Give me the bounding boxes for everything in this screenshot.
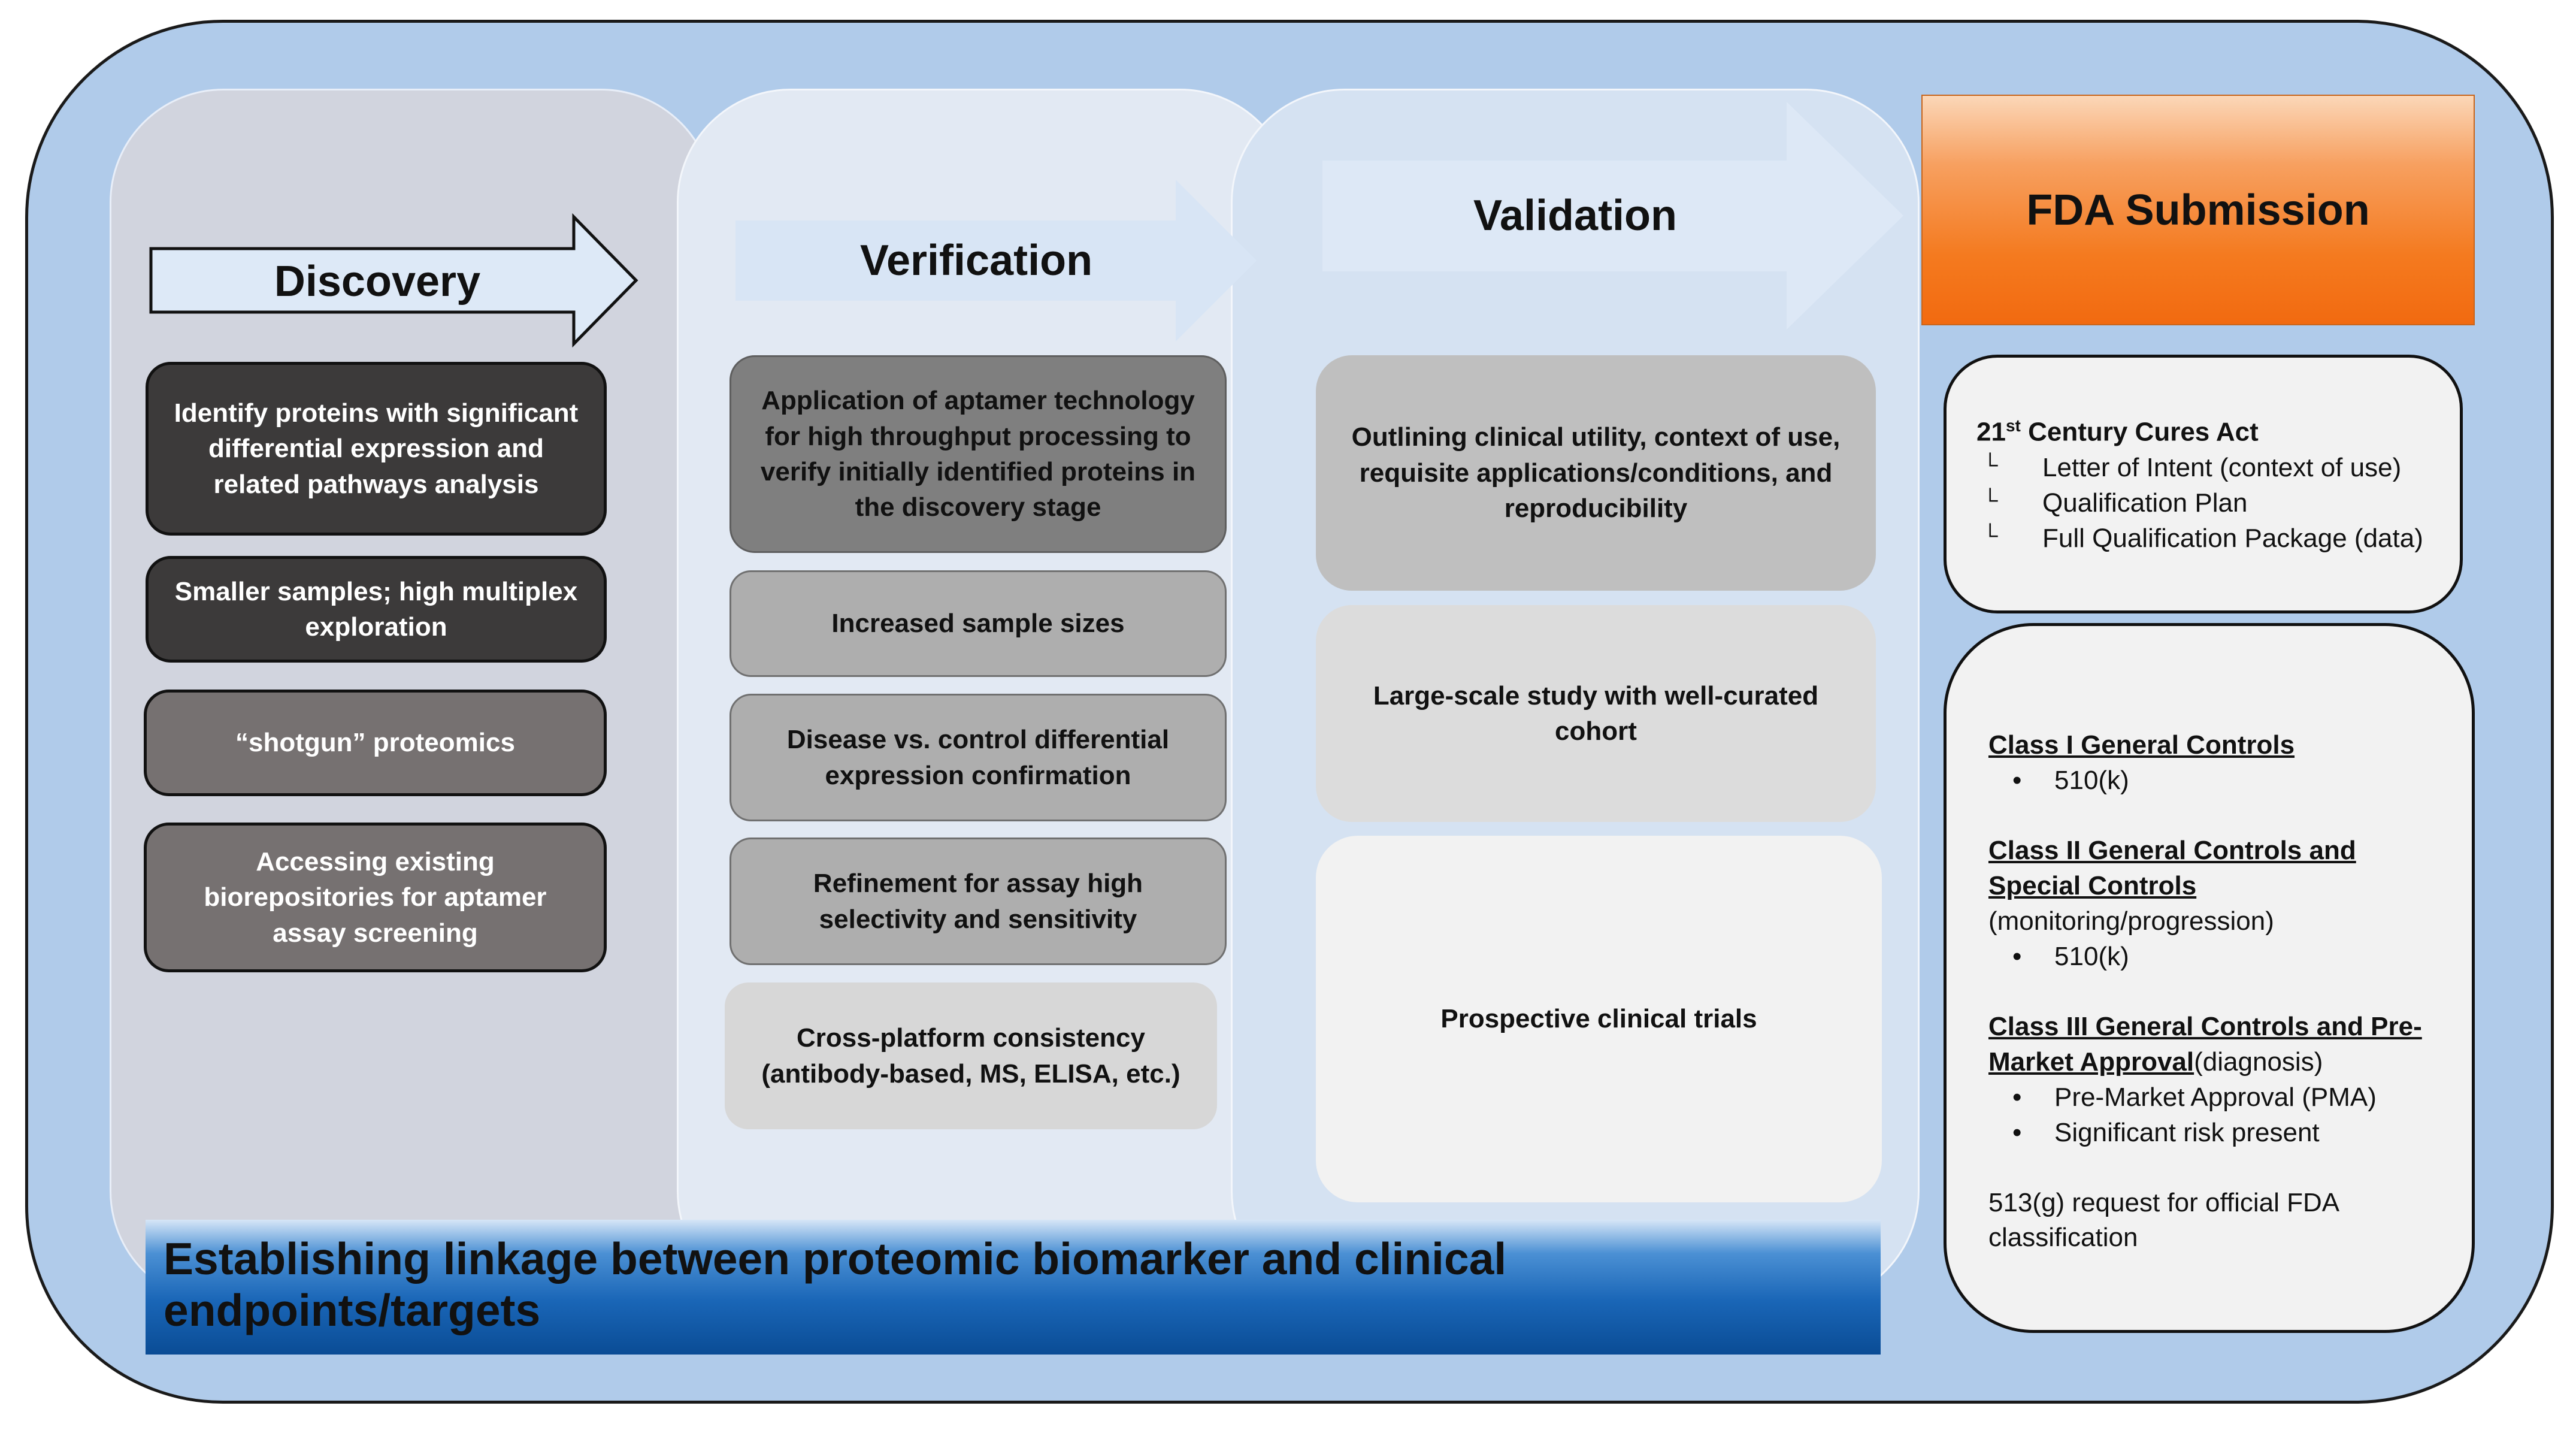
cures-item: └Letter of Intent (context of use) xyxy=(1982,452,2402,482)
discovery-box-4: Accessing existing biorepositories for a… xyxy=(144,823,607,972)
validation-arrow xyxy=(1322,102,1903,329)
classification-request: 513(g) request for official FDA classifi… xyxy=(1988,1187,2338,1253)
verification-box-5: Cross-platform consistency (antibody-bas… xyxy=(725,982,1217,1129)
verification-box-3: Disease vs. control differential express… xyxy=(729,694,1227,821)
validation-box-2: Large-scale study with well-curated coho… xyxy=(1316,605,1876,822)
validation-box-1: Outlining clinical utility, context of u… xyxy=(1316,355,1876,591)
cures-act-title: 21st Century Cures Act xyxy=(1976,416,2259,447)
discovery-title: Discovery xyxy=(274,258,481,306)
cures-item: └Full Qualification Package (data) xyxy=(1982,522,2423,553)
device-classes-panel: Class I General Controls •510(k) Class I… xyxy=(1944,623,2475,1333)
validation-title: Validation xyxy=(1473,192,1678,240)
cures-act-panel: 21st Century Cures Act └Letter of Intent… xyxy=(1944,355,2463,613)
class-3-title: Class III General Controls and Pre-Marke… xyxy=(1988,1011,2422,1077)
verification-arrow xyxy=(735,180,1257,341)
discovery-arrow xyxy=(149,213,638,348)
linkage-text: Establishing linkage between proteomic b… xyxy=(164,1234,1507,1335)
discovery-box-2: Smaller samples; high multiplex explorat… xyxy=(146,556,607,663)
cures-item: └Qualification Plan xyxy=(1982,487,2248,518)
class-3-item: •Significant risk present xyxy=(2012,1117,2320,1147)
class-3-item: •Pre-Market Approval (PMA) xyxy=(2012,1082,2377,1112)
verification-box-4: Refinement for assay high selectivity an… xyxy=(729,838,1227,965)
validation-box-3: Prospective clinical trials xyxy=(1316,836,1882,1202)
verification-title: Verification xyxy=(859,237,1093,285)
class-2-title: Class II General Controls and Special Co… xyxy=(1988,835,2356,936)
verification-box-1: Application of aptamer technology for hi… xyxy=(729,355,1227,553)
class-1-item: •510(k) xyxy=(2012,765,2129,795)
discovery-box-3: “shotgun” proteomics xyxy=(144,690,607,796)
class-1-title: Class I General Controls xyxy=(1988,730,2295,760)
verification-box-2: Increased sample sizes xyxy=(729,570,1227,677)
discovery-box-1: Identify proteins with significant diffe… xyxy=(146,362,607,536)
class-2-item: •510(k) xyxy=(2012,941,2129,971)
linkage-banner: Establishing linkage between proteomic b… xyxy=(146,1220,1881,1355)
fda-submission-header: FDA Submission xyxy=(1921,95,2475,325)
